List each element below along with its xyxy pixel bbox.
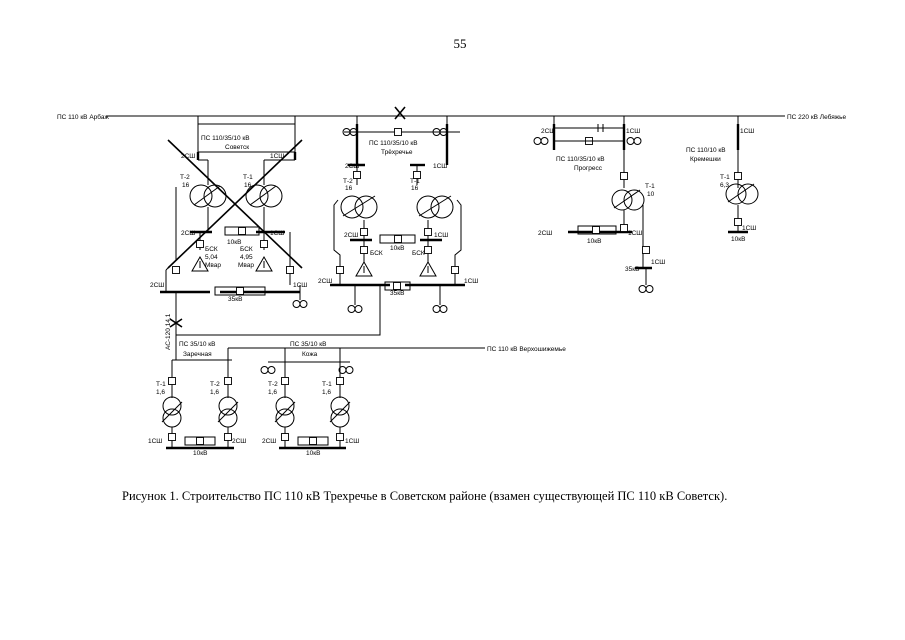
kozha-t2-mva: 1,6 (268, 389, 277, 396)
trekhrechye-mid-right: 1СШ (434, 232, 448, 239)
sovetsk-bot-left: 2СШ (150, 282, 164, 289)
ps-zarechnaya (161, 359, 239, 450)
figure-caption: Рисунок 1. Строительство ПС 110 кВ Трехр… (122, 489, 728, 503)
kremeshki-bus: 1СШ (740, 128, 754, 135)
trekhrechye-t2: Т-2 (343, 178, 353, 185)
page-number: 55 (453, 36, 467, 51)
ps-sovetsk (160, 123, 308, 308)
ps-kozha (260, 361, 354, 450)
trekhrechye-t2-mva: 16 (345, 185, 353, 192)
sovetsk-name: ПС 110/35/10 кВ (201, 135, 250, 142)
kozha-bus-left: 2СШ (262, 438, 276, 445)
kremeshki-t1-mva: 6,3 (720, 182, 729, 189)
sovetsk-mid-right: 1СШ (270, 230, 284, 237)
kozha-name: ПС 35/10 кВ (290, 341, 326, 348)
sovetsk-bus-right: 1СШ (270, 153, 284, 160)
trekhrechye-bsk-right: БСК (412, 250, 425, 257)
progress-low-kv: 10кВ (587, 238, 601, 245)
trekhrechye-bus-right: 1СШ (433, 163, 447, 170)
line-35kv-verkhoshizhemye (227, 347, 485, 362)
trekhrechye-bsk-left: БСК (370, 250, 383, 257)
zarechnaya-t1-mva: 1,6 (156, 389, 165, 396)
sovetsk-bot-kv: 35кВ (228, 296, 242, 303)
kozha-t2: Т-2 (268, 381, 278, 388)
progress-bus-right: 1СШ (626, 128, 640, 135)
zarechnaya-name: ПС 35/10 кВ (179, 341, 215, 348)
progress-name: ПС 110/35/10 кВ (556, 156, 605, 163)
zarechnaya-bus-right: 2СШ (232, 438, 246, 445)
label-lebyazhye: ПС 220 кВ Лебяжье (787, 113, 846, 121)
sovetsk-bsk1: БСК (205, 246, 218, 253)
zarechnaya-sub: Заречная (183, 351, 212, 358)
progress-hv35: 35кВ (625, 266, 639, 273)
kozha-kv: 10кВ (306, 450, 320, 457)
kozha-t1-mva: 1,6 (322, 389, 331, 396)
trekhrechye-mid-kv: 10кВ (390, 245, 404, 252)
sovetsk-mid-kv: 10кВ (227, 239, 241, 246)
kremeshki-low-kv: 10кВ (731, 236, 745, 243)
disconnect-mark (394, 106, 406, 120)
progress-low-right: 1СШ (628, 230, 642, 237)
progress-low-left: 2СШ (538, 230, 552, 237)
line-110kv-main (106, 106, 785, 124)
ps-kremeshki (725, 124, 759, 234)
sovetsk-t1-mva: 16 (244, 182, 252, 189)
zarechnaya-bus-left: 1СШ (148, 438, 162, 445)
trekhrechye-t1-mva: 16 (411, 185, 419, 192)
sovetsk-sub: Советск (225, 144, 249, 151)
sovetsk-bot-right: 1СШ (293, 282, 307, 289)
ps-progress (533, 124, 654, 293)
progress-hv35-bus: 1СШ (651, 259, 665, 266)
kremeshki-t1: Т-1 (720, 174, 730, 181)
trekhrechye-t1: Т-1 (410, 178, 420, 185)
zarechnaya-t1: Т-1 (156, 381, 166, 388)
sovetsk-t2: Т-2 (180, 174, 190, 181)
line-35kv-ac120 (169, 292, 183, 360)
trekhrechye-bus-left: 2СШ (345, 163, 359, 170)
trekhrechye-bot-right: 1СШ (464, 278, 478, 285)
sovetsk-bsk2-unit: Мвар (238, 262, 254, 269)
sovetsk-bsk2-val: 4,95 (240, 254, 253, 261)
trekhrechye-name: ПС 110/35/10 кВ (369, 140, 418, 147)
zarechnaya-t2: Т-2 (210, 381, 220, 388)
trekhrechye-mid-left: 2СШ (344, 232, 358, 239)
label-arbazh: ПС 110 кВ Арбаж (57, 113, 109, 121)
kozha-sub: Кожа (302, 351, 318, 358)
ps-trekhrechye (176, 124, 465, 336)
trekhrechye-bot-left: 2СШ (318, 278, 332, 285)
trekhrechye-bot-kv: 35кВ (390, 290, 404, 297)
sovetsk-bus-left: 2СШ (181, 153, 195, 160)
kozha-t1: Т-1 (322, 381, 332, 388)
kremeshki-name: ПС 110/10 кВ (686, 147, 726, 154)
sovetsk-bsk1-val: 5,04 (205, 254, 218, 261)
progress-t1: Т-1 (645, 183, 655, 190)
kremeshki-low-bus: 1СШ (742, 225, 756, 232)
kozha-bus-right: 1СШ (345, 438, 359, 445)
line-label: АС-120 14,1 (165, 313, 172, 350)
sovetsk-bsk2: БСК (240, 246, 253, 253)
sovetsk-t1: Т-1 (243, 174, 253, 181)
zarechnaya-kv: 10кВ (193, 450, 207, 457)
trekhrechye-sub: Трёхречье (381, 149, 413, 156)
progress-t1-mva: 10 (647, 191, 655, 198)
sovetsk-mid-left: 2СШ (181, 230, 195, 237)
zarechnaya-t2-mva: 1,6 (210, 389, 219, 396)
sovetsk-bsk1-unit: Мвар (205, 262, 221, 269)
kremeshki-sub: Кремешки (690, 156, 721, 163)
progress-sub: Прогресс (574, 165, 603, 172)
label-verkhoshizhemye: ПС 110 кВ Верхошижемье (487, 346, 566, 353)
sovetsk-t2-mva: 16 (182, 182, 190, 189)
progress-bus-left: 2СШ (541, 128, 555, 135)
